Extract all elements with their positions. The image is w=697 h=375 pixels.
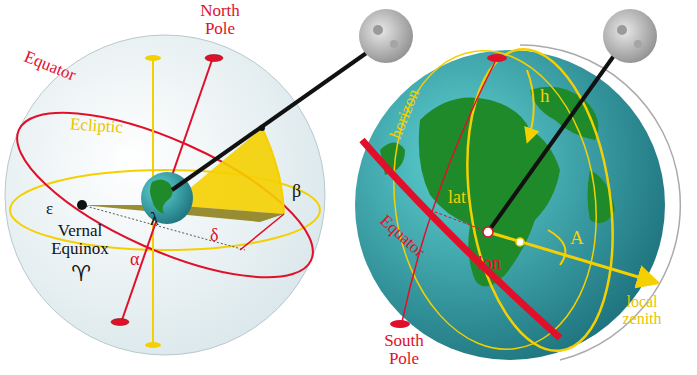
coordinate-label: lon xyxy=(478,254,518,273)
angle-symbol: h xyxy=(540,86,560,106)
angle-symbol: A xyxy=(570,228,590,248)
coordinate-label: lat xyxy=(448,188,488,207)
direction-label: local zenith xyxy=(612,294,672,328)
angle-symbol: β xyxy=(292,182,312,201)
angle-symbol: λ xyxy=(150,210,170,229)
angle-symbol: δ xyxy=(210,226,230,245)
angle-symbol: ε xyxy=(46,200,66,218)
point-label: Vernal Equinox xyxy=(40,222,120,258)
pole-label: South Pole xyxy=(374,332,434,368)
aries-symbol: ♈ xyxy=(66,262,96,285)
angle-symbol: α xyxy=(130,250,150,269)
pole-label: North Pole xyxy=(190,2,250,38)
